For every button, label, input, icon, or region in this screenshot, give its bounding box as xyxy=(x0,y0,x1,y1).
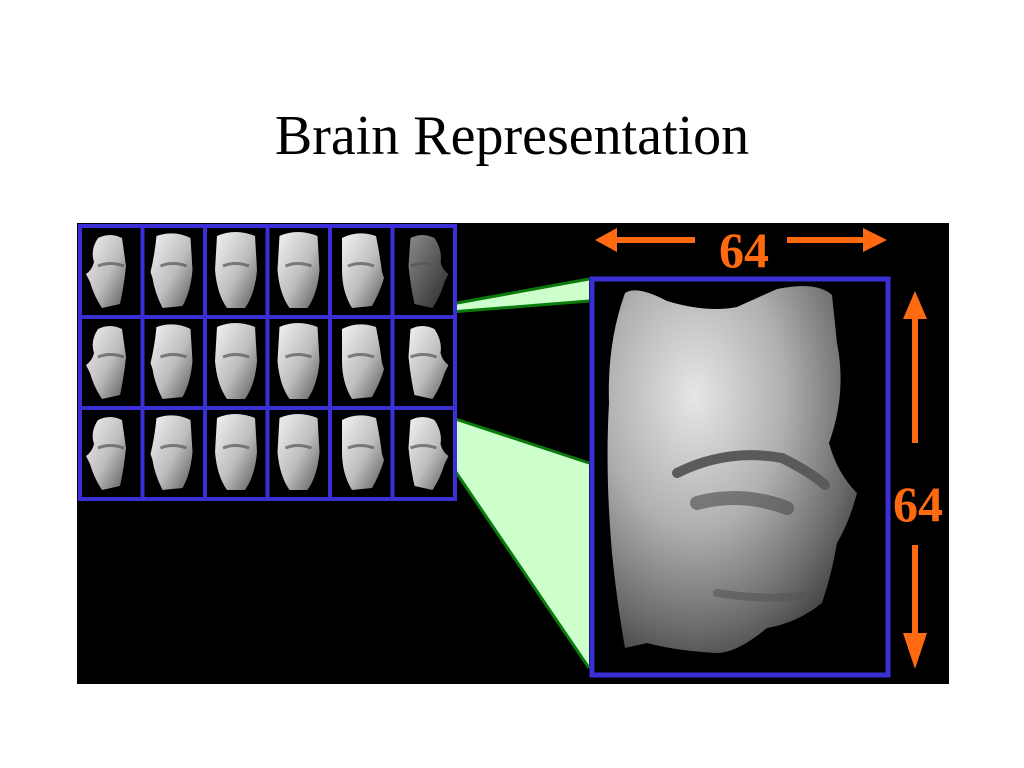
face-image xyxy=(215,323,257,399)
face-thumbnail xyxy=(390,224,457,319)
face-eye-shadow xyxy=(409,262,438,268)
height-dimension: 64 xyxy=(893,291,943,669)
zoomed-face-panel xyxy=(589,276,891,678)
zoomed-face-frame xyxy=(589,276,891,678)
height-arrow-shaft-top xyxy=(912,317,918,443)
left-arrowhead xyxy=(595,228,617,252)
face-eye-shadow xyxy=(284,444,313,450)
face-image xyxy=(408,417,449,490)
face-image xyxy=(215,414,257,490)
face-eye-shadow xyxy=(347,444,375,450)
face-image xyxy=(342,233,384,308)
face-image xyxy=(86,417,126,490)
figure-canvas: 64 64 xyxy=(78,223,943,678)
face-image xyxy=(277,232,320,308)
face-thumbnail xyxy=(78,224,145,319)
width-dimension: 64 xyxy=(595,223,887,278)
right-arrowhead xyxy=(863,228,887,252)
face-thumbnail xyxy=(265,315,332,410)
face-image xyxy=(215,232,257,308)
face-eye-shadow xyxy=(222,353,250,359)
face-image xyxy=(408,326,449,399)
face-thumbnail xyxy=(203,224,270,319)
face-eye-shadow xyxy=(222,444,250,450)
face-eye-shadow xyxy=(159,444,188,450)
face-image xyxy=(277,323,320,399)
width-arrow-shaft-right xyxy=(787,237,863,243)
width-label: 64 xyxy=(719,223,769,278)
face-thumbnail xyxy=(78,406,145,501)
width-arrow-shaft-left xyxy=(615,237,695,243)
face-eye-shadow xyxy=(284,353,313,359)
face-image xyxy=(342,324,384,399)
face-thumbnail xyxy=(203,315,270,410)
face-image xyxy=(342,415,384,490)
face-image xyxy=(277,414,320,490)
face-thumbnail xyxy=(140,315,207,410)
face-eye-shadow xyxy=(97,262,125,268)
face-thumbnail xyxy=(78,315,145,410)
face-thumbnail xyxy=(265,224,332,319)
face-image xyxy=(408,235,449,308)
face-eye-shadow xyxy=(97,353,125,359)
face-thumbnail xyxy=(203,406,270,501)
face-eye-shadow xyxy=(97,444,125,450)
height-arrow-shaft-bottom xyxy=(912,545,918,635)
thumbnail-frame xyxy=(390,406,457,501)
bottom-arrowhead xyxy=(903,633,927,669)
face-image xyxy=(86,235,126,308)
face-eye-shadow xyxy=(347,353,375,359)
face-image xyxy=(150,415,193,490)
zoomed-face-mouth-shadow xyxy=(713,589,811,602)
face-image xyxy=(150,233,193,308)
face-thumbnail xyxy=(328,224,395,319)
face-thumbnail xyxy=(140,406,207,501)
face-thumbnail xyxy=(140,224,207,319)
face-thumbnail xyxy=(390,406,457,501)
face-eye-shadow xyxy=(159,262,188,268)
face-image xyxy=(150,324,193,399)
face-eye-shadow xyxy=(409,444,438,450)
face-image xyxy=(86,326,126,399)
face-representation-figure: 64 64 xyxy=(77,223,949,684)
face-eye-shadow xyxy=(222,262,250,268)
zoomed-face-image xyxy=(607,286,857,653)
zoomed-face-eye-shadow xyxy=(690,491,794,515)
top-arrowhead xyxy=(903,291,927,319)
face-grid xyxy=(78,224,457,501)
face-eye-shadow xyxy=(347,262,375,268)
face-eye-shadow xyxy=(159,353,188,359)
face-thumbnail xyxy=(328,406,395,501)
height-label: 64 xyxy=(893,476,943,532)
slide-title: Brain Representation xyxy=(274,105,750,167)
zoomed-face-brow xyxy=(672,450,830,490)
face-thumbnail xyxy=(265,406,332,501)
face-eye-shadow xyxy=(409,353,438,359)
face-thumbnail xyxy=(328,315,395,410)
face-eye-shadow xyxy=(284,262,313,268)
face-thumbnail xyxy=(390,315,457,410)
